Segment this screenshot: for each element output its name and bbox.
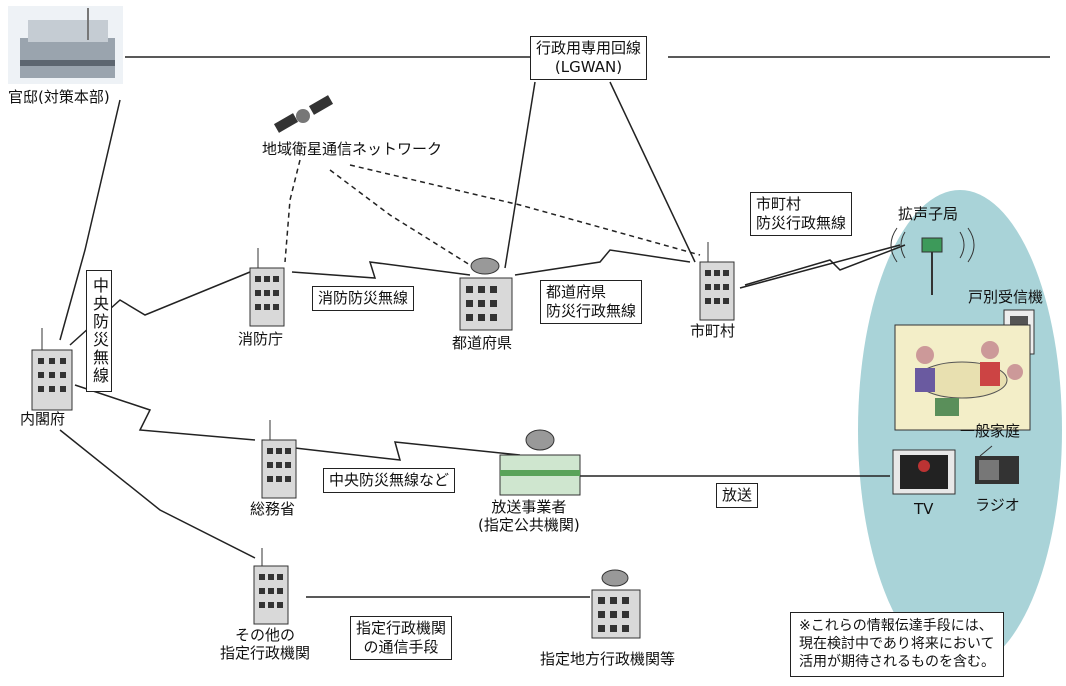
radio-label: ラジオ (975, 496, 1020, 514)
todofuken-bosai-line1: 都道府県 (546, 283, 607, 301)
shobocho-label: 消防庁 (238, 330, 284, 348)
footnote-line3: 活用が期待されるものを含む。 (799, 654, 995, 671)
gyosei-line2: の通信手段 (363, 637, 439, 656)
tv-icon (892, 449, 956, 495)
shichoson-building-icon (699, 242, 735, 321)
hoso-label-line2: (指定公共機関) (478, 516, 580, 534)
lgwan-line1: 行政用専用回線 (536, 39, 642, 57)
loudspeaker-icon (890, 227, 975, 295)
chuo-nado-box: 中央防災無線など (323, 468, 456, 493)
chiho-label: 指定地方行政機関等 (540, 650, 676, 668)
hoso-box: 放送 (716, 483, 759, 508)
sonota-label: その他の 指定行政機関 (220, 626, 310, 662)
satellite-links (284, 159, 701, 266)
naikakufu-building-icon (31, 328, 73, 411)
lgwan-box: 行政用専用回線 (LGWAN) (530, 36, 648, 80)
chiho-building-icon (591, 569, 641, 639)
hoso-label-line1: 放送事業者 (491, 498, 567, 516)
kobetsu-label: 戸別受信機 (968, 288, 1044, 306)
shobo-bosai-box: 消防防災無線 (312, 286, 415, 311)
shobocho-building-icon (249, 248, 285, 327)
sonota-label-line1: その他の (235, 626, 296, 644)
satellite-icon (273, 95, 334, 133)
katei-label: 一般家庭 (960, 422, 1021, 440)
kantei-building-icon (8, 6, 123, 84)
todofuken-building-icon (459, 257, 513, 331)
todofuken-bosai-line2: 防災行政無線 (546, 301, 637, 320)
shichoson-label: 市町村 (690, 322, 736, 340)
footnote-line1: ※これらの情報伝達手段には、 (799, 618, 993, 634)
footnote-box: ※これらの情報伝達手段には、 現在検討中であり将来において 活用が期待されるもの… (790, 612, 1004, 677)
hoso-label: 放送事業者 (指定公共機関) (478, 498, 580, 534)
satellite-label: 地域衛星通信ネットワーク (262, 140, 443, 158)
lgwan-line2: (LGWAN) (554, 57, 623, 76)
shichoson-bosai-line1: 市町村 (756, 195, 802, 213)
footnote-line2: 現在検討中であり将来において (799, 636, 995, 653)
radio-icon (975, 445, 1019, 484)
todofuken-label: 都道府県 (452, 334, 513, 352)
chuo-bosai-box: 中央防災無線 (86, 270, 112, 392)
shichoson-bosai-box: 市町村 防災行政無線 (750, 192, 853, 236)
hoso-building-icon (499, 429, 581, 496)
somusho-label: 総務省 (250, 500, 296, 518)
sonota-label-line2: 指定行政機関 (220, 644, 311, 662)
gyosei-box: 指定行政機関 の通信手段 (350, 616, 453, 660)
todofuken-bosai-box: 都道府県 防災行政無線 (540, 280, 643, 324)
naikakufu-label: 内閣府 (20, 410, 66, 428)
kantei-label: 官邸(対策本部) (8, 88, 110, 106)
household-illustration (894, 324, 1031, 431)
sonota-building-icon (253, 548, 289, 625)
somusho-building-icon (261, 420, 297, 499)
solid-links (59, 56, 1050, 598)
tv-label: TV (914, 500, 934, 518)
shichoson-bosai-line2: 防災行政無線 (756, 213, 847, 232)
gyosei-line1: 指定行政機関 (356, 619, 447, 637)
kakusei-label: 拡声子局 (898, 205, 959, 223)
